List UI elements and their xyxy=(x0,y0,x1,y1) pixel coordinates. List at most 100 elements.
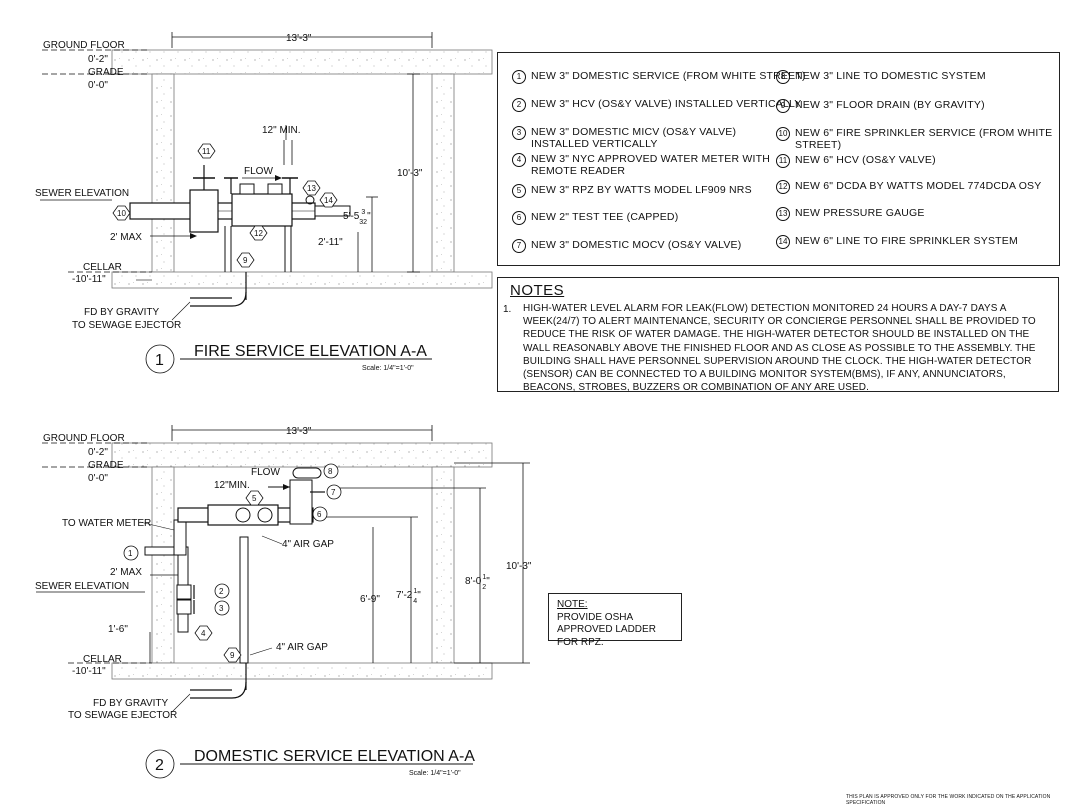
legend-item: 4 NEW 3" NYC APPROVED WATER METER WITH RE… xyxy=(512,153,770,177)
max-label: 2' MAX xyxy=(110,232,142,243)
cellar-elev: -10'-11" xyxy=(72,274,106,285)
legend-number: 12 xyxy=(776,180,790,194)
tag-11: 11 xyxy=(202,147,211,156)
legend-number: 3 xyxy=(512,126,526,140)
left-wall xyxy=(151,73,175,273)
legend-text: NEW 3" DOMESTIC MICV (OS&Y VALVE) INSTAL… xyxy=(531,126,737,150)
tag-5: 5 xyxy=(252,494,257,503)
grade-elev: 0'-0" xyxy=(88,80,108,91)
max-label-2: 2' MAX xyxy=(110,567,142,578)
legend-item: 1 NEW 3" DOMESTIC SERVICE (FROM WHITE STR… xyxy=(512,70,806,84)
legend-text: NEW 3" HCV (OS&Y VALVE) INSTALLED VERTIC… xyxy=(531,98,802,110)
cellar-label: CELLAR xyxy=(83,262,122,273)
notes-item-text: HIGH-WATER LEVEL ALARM FOR LEAK(FLOW) DE… xyxy=(523,303,1036,394)
osha-note-heading: NOTE: xyxy=(557,599,588,610)
legend-item: 2 NEW 3" HCV (OS&Y VALVE) INSTALLED VERTI… xyxy=(512,98,801,112)
ground-floor-slab-2 xyxy=(111,442,493,468)
legend-text: NEW 6" LINE TO FIRE SPRINKLER SYSTEM xyxy=(795,235,1018,247)
legend-item: 7 NEW 3" DOMESTIC MOCV (OS&Y VALVE) xyxy=(512,239,741,253)
legend-text: NEW 3" DOMESTIC SERVICE (FROM WHITE STRE… xyxy=(531,70,806,82)
ground-floor-elev: 0'-2" xyxy=(88,54,108,65)
notes-item-number: 1. xyxy=(503,304,512,315)
min-label-2: 12"MIN. xyxy=(214,480,250,491)
domestic-service-labels: GROUND FLOOR 0'-2" GRADE 0'-0" TO WATER … xyxy=(35,426,532,777)
fd-label-2a: FD BY GRAVITY xyxy=(93,698,169,709)
legend-number: 11 xyxy=(776,154,790,168)
tag-2: 2 xyxy=(219,587,224,596)
cellar-slab xyxy=(111,271,493,289)
elevation-scale-2: Scale: 1/4"=1'-0" xyxy=(409,770,461,777)
osha-note-box: NOTE: PROVIDE OSHA APPROVED LADDER FOR R… xyxy=(548,593,682,648)
legend-number: 2 xyxy=(512,98,526,112)
notes-box: NOTES 1. HIGH-WATER LEVEL ALARM FOR LEAK… xyxy=(497,277,1059,394)
min-label: 12" MIN. xyxy=(262,125,301,136)
fd-label-2: TO SEWAGE EJECTOR xyxy=(72,320,181,331)
cellar-label-2: CELLAR xyxy=(83,654,122,665)
cellar-elev-2: -10'-11" xyxy=(72,666,106,677)
legend-box: 1 NEW 3" DOMESTIC SERVICE (FROM WHITE STR… xyxy=(497,52,1060,266)
cellar-slab-2 xyxy=(111,662,493,680)
fire-service-elevation xyxy=(40,32,493,374)
legend-number: 14 xyxy=(776,235,790,249)
air-gap-2: 4" AIR GAP xyxy=(276,642,328,653)
tag-9b: 9 xyxy=(230,651,235,660)
legend-text: NEW 3" NYC APPROVED WATER METER WITH REM… xyxy=(531,153,771,177)
grade-elev-2: 0'-0" xyxy=(88,473,108,484)
legend-text: NEW 3" FLOOR DRAIN (BY GRAVITY) xyxy=(795,99,985,111)
legend-number: 6 xyxy=(512,211,526,225)
legend-number: 5 xyxy=(512,184,526,198)
legend-text: NEW 6" DCDA BY WATTS MODEL 774DCDA OSY xyxy=(795,180,1042,192)
tag-9: 9 xyxy=(243,256,248,265)
elevation-title-2: DOMESTIC SERVICE ELEVATION A-A xyxy=(194,748,475,765)
width-dimension: 13'-3" xyxy=(286,33,312,44)
grade-label-2: GRADE xyxy=(88,460,124,471)
dim-1-6: 1'-6" xyxy=(108,624,128,635)
fire-service-labels: GROUND FLOOR 0'-2" GRADE 0'-0" SEWER ELE… xyxy=(35,33,427,372)
legend-text: NEW PRESSURE GAUGE xyxy=(795,207,925,219)
legend-item: 12 NEW 6" DCDA BY WATTS MODEL 774DCDA OSY xyxy=(776,180,1041,194)
legend-number: 13 xyxy=(776,207,790,221)
tag-4: 4 xyxy=(201,629,206,638)
tag-10: 10 xyxy=(117,209,126,218)
legend-item: 14 NEW 6" LINE TO FIRE SPRINKLER SYSTEM xyxy=(776,235,1018,249)
dim-6-9: 6'-9" xyxy=(360,594,380,605)
legend-text: NEW 6" FIRE SPRINKLER SERVICE (FROM WHIT… xyxy=(795,127,1053,151)
ground-floor-elev-2: 0'-2" xyxy=(88,447,108,458)
fd-label-2b: TO SEWAGE EJECTOR xyxy=(68,710,177,721)
air-gap-1: 4" AIR GAP xyxy=(282,539,334,550)
legend-item: 11 NEW 6" HCV (OS&Y VALVE) xyxy=(776,154,936,168)
approval-footer: THIS PLAN IS APPROVED ONLY FOR THE WORK … xyxy=(846,794,1051,806)
elevation-number-2: 2 xyxy=(155,757,164,774)
legend-number: 7 xyxy=(512,239,526,253)
legend-item: 3 NEW 3" DOMESTIC MICV (OS&Y VALVE) INSTA… xyxy=(512,126,736,150)
to-water-meter-label: TO WATER METER xyxy=(62,518,151,529)
height-dimension-2: 10'-3" xyxy=(506,561,532,572)
right-wall-2 xyxy=(431,466,455,664)
legend-item: 6 NEW 2" TEST TEE (CAPPED) xyxy=(512,211,678,225)
legend-number: 1 xyxy=(512,70,526,84)
tag-13: 13 xyxy=(307,184,316,193)
tag-14: 14 xyxy=(324,196,333,205)
legend-item: 13 NEW PRESSURE GAUGE xyxy=(776,207,925,221)
left-wall-2 xyxy=(151,466,175,664)
osha-note-text: PROVIDE OSHA APPROVED LADDER FOR RPZ. xyxy=(557,611,656,648)
legend-number: 4 xyxy=(512,153,526,167)
elevation-number: 1 xyxy=(155,352,164,369)
notes-title: NOTES xyxy=(510,282,565,299)
legend-number: 10 xyxy=(776,127,790,141)
legend-text: NEW 3" DOMESTIC MOCV (OS&Y VALVE) xyxy=(531,239,742,251)
height-dimension: 10'-3" xyxy=(397,168,423,179)
right-wall xyxy=(431,73,455,273)
ground-floor-slab xyxy=(111,49,493,75)
legend-text: NEW 2" TEST TEE (CAPPED) xyxy=(531,211,679,223)
tag-12: 12 xyxy=(254,229,263,238)
legend-text: NEW 6" HCV (OS&Y VALVE) xyxy=(795,154,936,166)
flow-label: FLOW xyxy=(244,166,273,177)
